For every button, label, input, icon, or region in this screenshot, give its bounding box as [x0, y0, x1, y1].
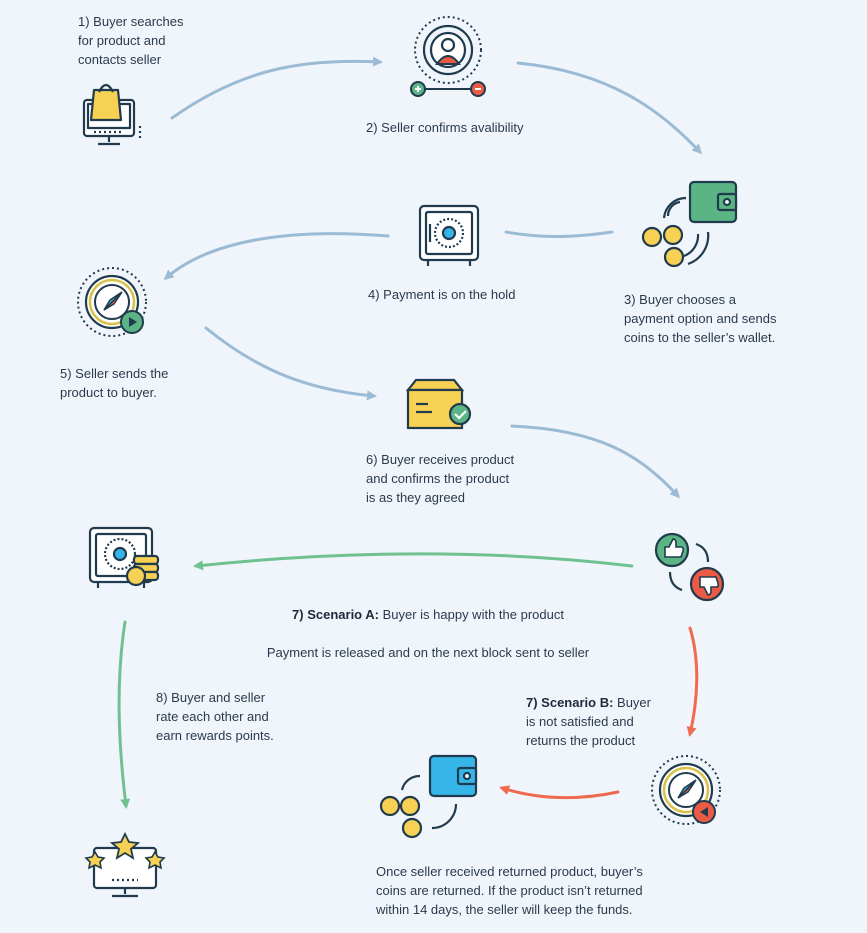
arrow-7b-return: [686, 626, 699, 737]
step-7b-label: 7) Scenario B: Buyer is not satisfied an…: [526, 695, 651, 748]
arrow-7a-release: [193, 552, 634, 571]
compass-send-icon: [77, 267, 147, 337]
arrow-2-to-3: [516, 61, 703, 155]
refund-wallet-icon: [379, 754, 478, 839]
refund-note-label: Once seller received returned product, b…: [376, 864, 643, 917]
shopping-monitor-icon: [82, 83, 142, 146]
step-6-label: 6) Buyer receives product and confirms t…: [366, 452, 515, 505]
step-1-label: 1) Buyer searches for product and contac…: [78, 14, 184, 67]
arrow-4-to-5: [163, 232, 390, 280]
step-4-label: 4) Payment is on the hold: [368, 287, 516, 302]
arrow-5-to-6: [204, 326, 377, 401]
step-7a-detail: Payment is released and on the next bloc…: [266, 645, 590, 660]
delivered-box-icon: [405, 378, 472, 430]
step-3-label: 3) Buyer chooses a payment option and se…: [624, 292, 777, 345]
step-2-label: 2) Seller confirms avalibility: [366, 120, 524, 135]
arrow-3-to-4: [504, 230, 614, 238]
arrow-8-rate: [117, 620, 131, 809]
step-7a-label: 7) Scenario A: Buyer is happy with the p…: [230, 586, 626, 662]
step-5-label: 5) Seller sends the product to buyer.: [60, 366, 169, 400]
arrow-6-to-7: [510, 424, 681, 499]
step-7a-title: 7) Scenario A: Buyer is happy with the p…: [292, 607, 564, 622]
wallet-coins-icon: [641, 180, 738, 268]
vault-safe-icon: [418, 204, 480, 266]
step-8-label: 8) Buyer and seller rate each other and …: [156, 690, 274, 743]
arrow-1-to-2: [170, 56, 383, 120]
compass-return-icon: [651, 755, 721, 825]
vault-coins-icon: [88, 526, 160, 588]
thumbs-feedback-icon: [654, 532, 725, 602]
arrow-refund: [499, 785, 620, 800]
seller-profile-icon: [410, 16, 486, 97]
rating-monitor-icon: [84, 831, 166, 898]
